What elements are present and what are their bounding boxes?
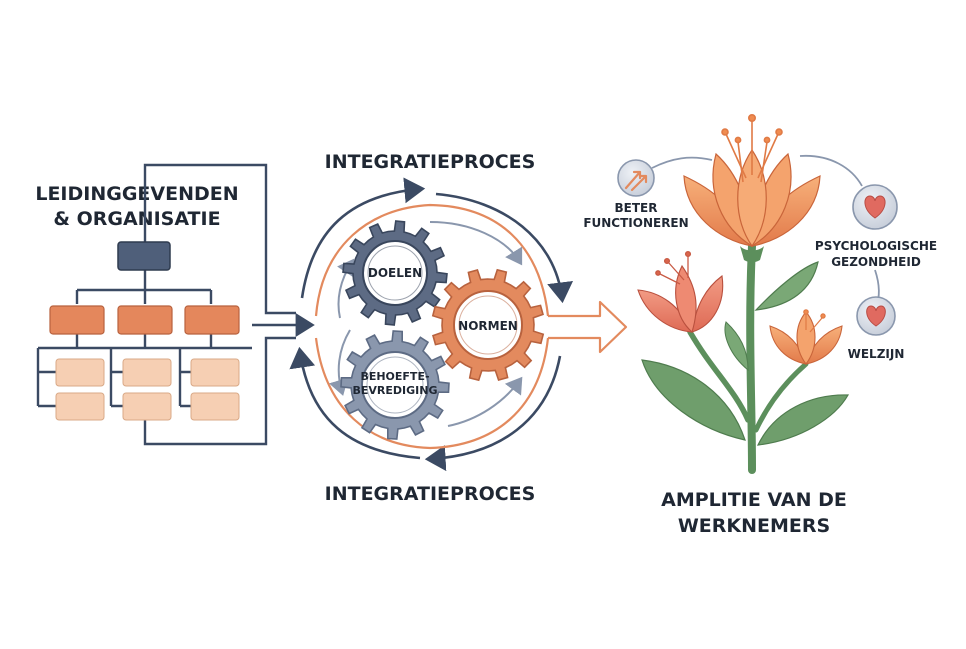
- wellbeing-label: WELZIJN: [848, 347, 905, 361]
- org-low-box-6: [190, 392, 240, 421]
- psych-health-heart-icon: [852, 184, 898, 230]
- gear-needs-label-line2: BEVREDIGING: [353, 384, 438, 397]
- left-title-line2: & ORGANISATIE: [53, 208, 220, 230]
- small-arrow-1: [429, 221, 523, 266]
- gear-needs-hub: [361, 351, 429, 419]
- org-branch-lines: [75, 270, 213, 304]
- gear-needs: [340, 330, 450, 440]
- small-arrow-3: [447, 376, 523, 427]
- org-low-box-1: [55, 358, 105, 387]
- left-title-line1: LEIDINGGEVENDEN: [35, 183, 238, 205]
- integration-process: INTEGRATIEPROCES INTEGRATIEPROCES DOELEN…: [289, 151, 628, 505]
- gear-goals: [342, 220, 448, 326]
- org-low-box-4: [122, 392, 172, 421]
- gear-norms-label: NORMEN: [458, 319, 518, 333]
- link-psych: [799, 155, 863, 187]
- gear-goals-label: DOELEN: [368, 266, 422, 280]
- leaf-upper-right: [754, 261, 819, 311]
- arc-top-left: [300, 177, 426, 299]
- gear-goals-hub-ring: [367, 245, 423, 301]
- right-title-line1: AMPLITIE VAN DE: [661, 489, 847, 511]
- better-label-line1: BETER: [615, 201, 658, 215]
- left-stem: [687, 329, 751, 423]
- main-stem: [746, 242, 756, 474]
- arc-top-right: [435, 192, 574, 304]
- psych-label-line2: GEZONDHEID: [831, 255, 921, 269]
- arc-bottom-left: [289, 346, 421, 460]
- right-stem: [753, 361, 809, 433]
- integration-label-bottom: INTEGRATIEPROCES: [325, 483, 536, 505]
- flower-illustration: BETER FUNCTIONEREN PSYCHOLOGISCHE GEZOND…: [583, 114, 937, 537]
- gear-norms-hub-ring: [458, 295, 518, 355]
- better-label-line2: FUNCTIONEREN: [583, 216, 688, 230]
- org-mid-branch: [109, 348, 123, 408]
- right-title-line2: WERKNEMERS: [678, 515, 830, 537]
- leaf-lower-right: [756, 394, 850, 446]
- org-mid-box-2: [117, 305, 173, 335]
- psych-label-line1: PSYCHOLOGISCHE: [815, 239, 937, 253]
- org-bottom-connector: [143, 336, 296, 446]
- arc-bottom-right: [424, 355, 562, 472]
- left-flower: [637, 250, 724, 333]
- gear-norms-hub: [453, 290, 523, 360]
- integration-label-top: INTEGRATIEPROCES: [325, 151, 536, 173]
- leaf-small-left: [724, 321, 749, 372]
- output-arrow: [548, 300, 628, 354]
- main-flower: [683, 114, 821, 263]
- right-flower: [769, 309, 843, 365]
- better-functioning-icon: [617, 159, 655, 197]
- org-low-box-3: [122, 358, 172, 387]
- gear-needs-hub-ring: [366, 356, 424, 414]
- link-better: [651, 156, 713, 169]
- org-top-connector: [143, 163, 296, 315]
- gear-needs-label-line1: BEHOEFTE-: [360, 370, 429, 383]
- org-top-box: [117, 241, 171, 271]
- org-right-branch: [178, 348, 191, 408]
- org-chart: LEIDINGGEVENDEN & ORGANISATIE: [35, 163, 315, 446]
- org-mid-box-1: [49, 305, 105, 335]
- gear-norms: [431, 268, 545, 382]
- gear-goals-hub: [362, 240, 428, 306]
- org-low-box-2: [55, 392, 105, 421]
- wellbeing-heart-icon: [856, 296, 896, 336]
- org-mid-box-3: [184, 305, 240, 335]
- leaf-lower-left: [641, 359, 746, 441]
- org-drops: [75, 334, 213, 348]
- orange-arc-top: [314, 203, 550, 317]
- org-low-box-5: [190, 358, 240, 387]
